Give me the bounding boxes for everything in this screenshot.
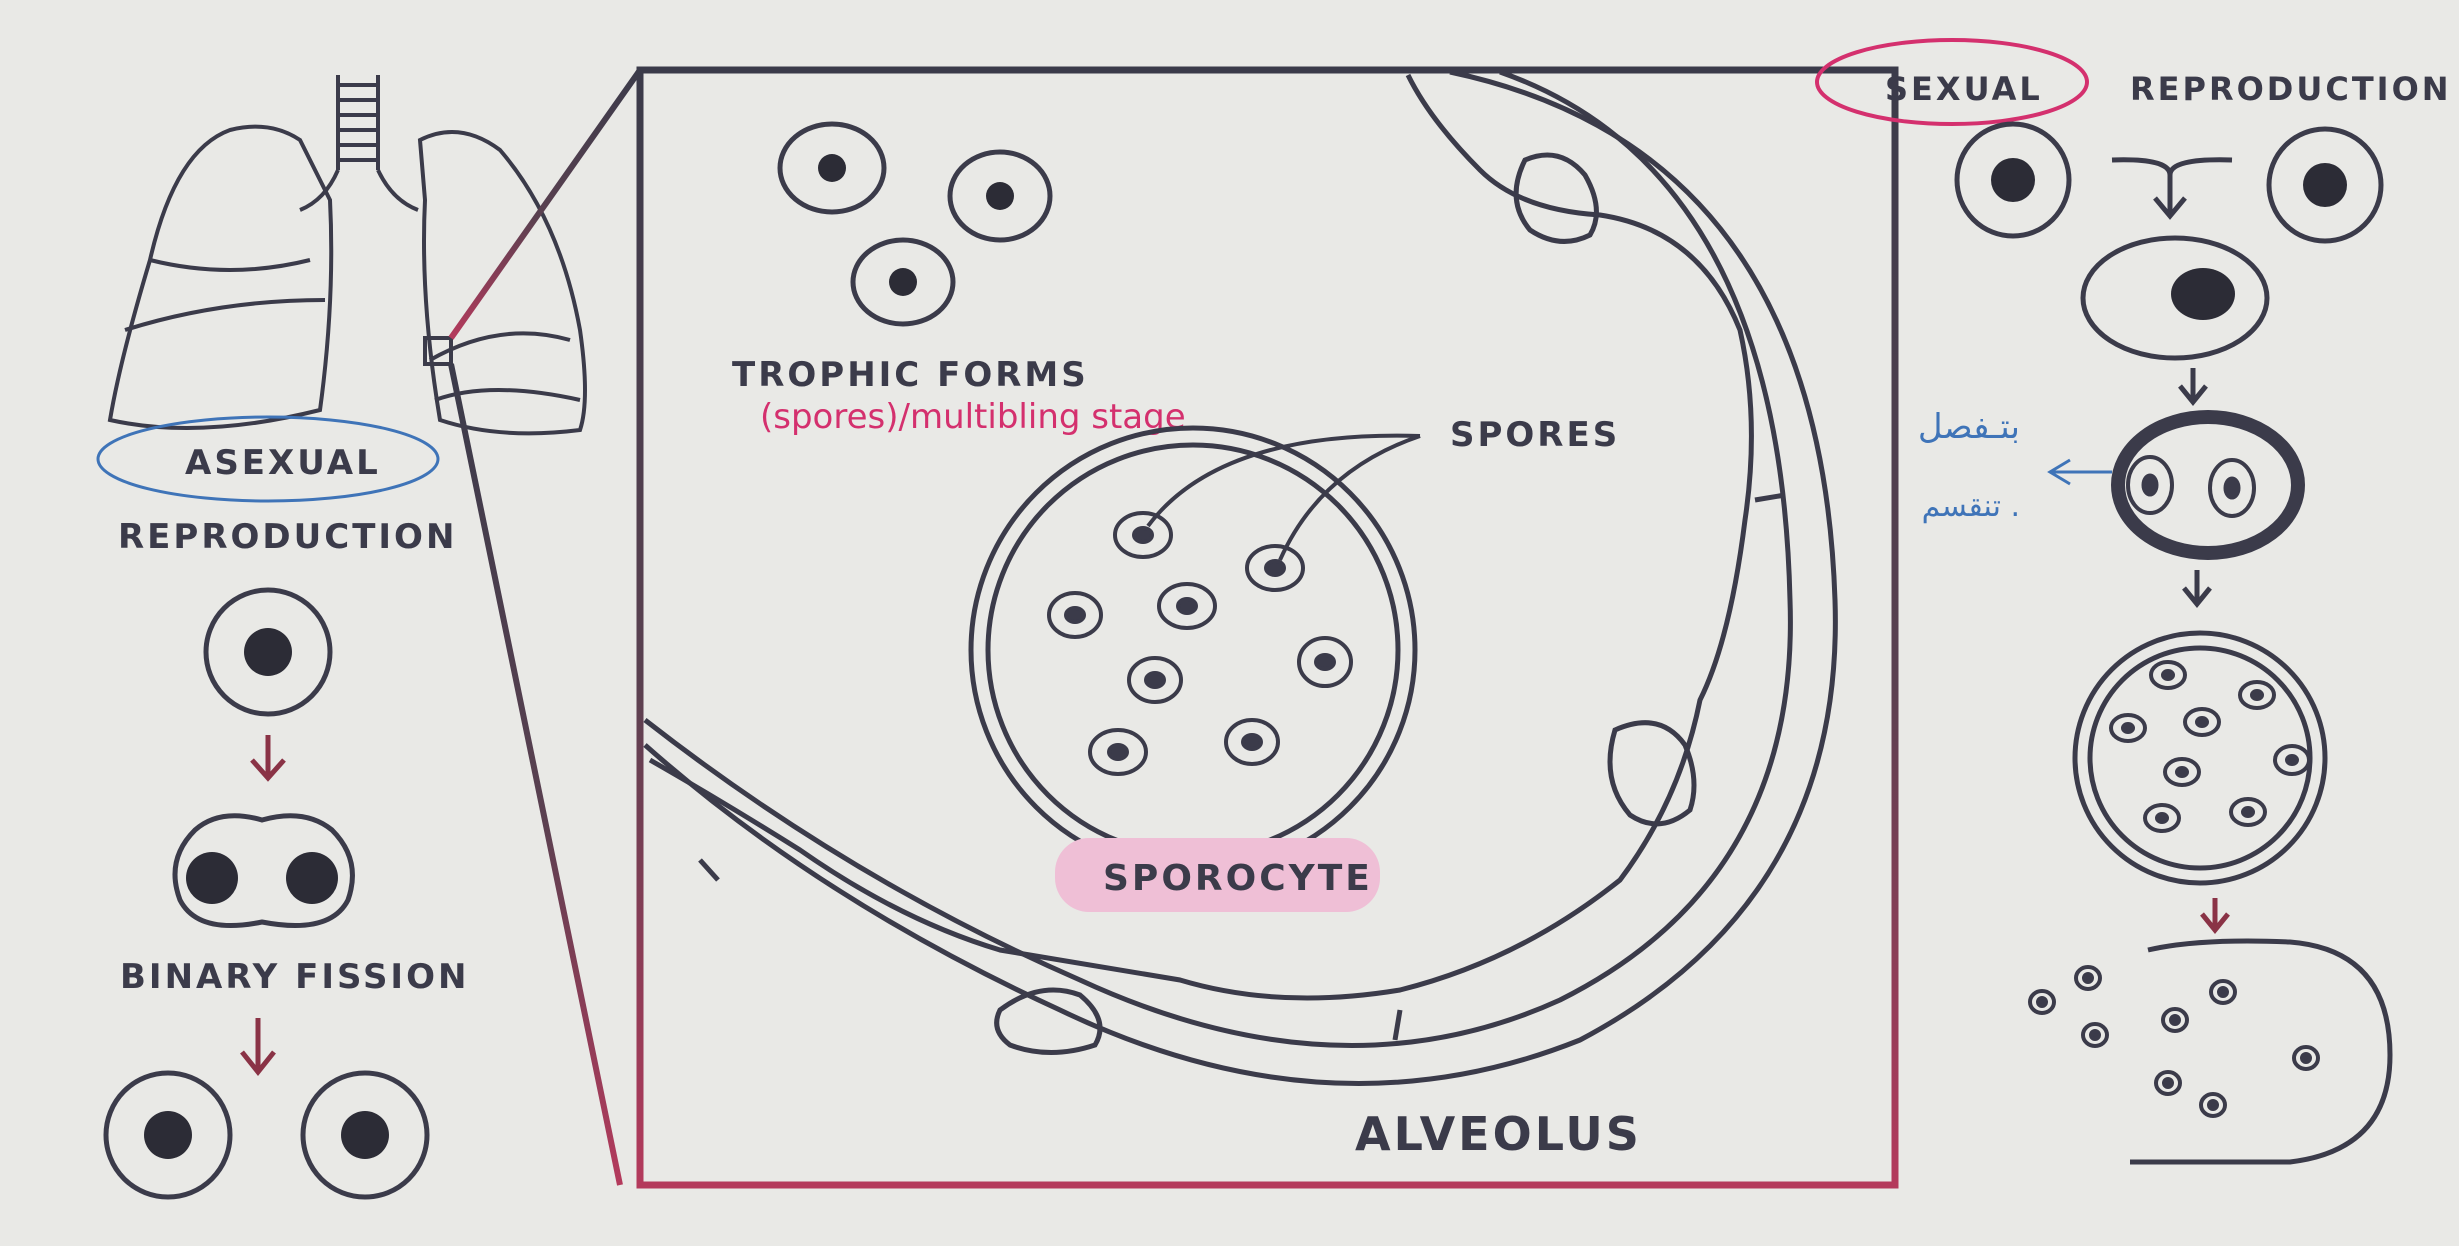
alveolar-pore-icon (997, 155, 1694, 1053)
trophic-form-cell (853, 240, 953, 324)
pink-handwritten-note: (spores)/multibling stage (760, 397, 1186, 437)
two-nuclei-cell-icon (2118, 417, 2298, 553)
magnification-lines (451, 70, 640, 1185)
trophic-form-cell (950, 152, 1050, 240)
trophic-forms-label: TROPHIC FORMS (732, 355, 1089, 395)
spores-label: SPORES (1450, 415, 1620, 455)
single-cell-icon (206, 590, 330, 714)
spore-group (1049, 513, 1351, 774)
alveolus-wall (645, 72, 1835, 1083)
dividing-cell-icon (175, 816, 352, 926)
down-arrow-icon (2184, 570, 2210, 604)
down-arrow-icon (2202, 898, 2228, 930)
asexual-reproduction-label: REPRODUCTION (118, 517, 457, 557)
spore-pointer-lines (1148, 436, 1420, 560)
trophic-form-cell (780, 124, 884, 212)
binary-fission-label: BINARY FISSION (120, 957, 469, 997)
gamete-left-icon (1957, 124, 2069, 236)
down-arrow-icon (242, 1018, 274, 1072)
sexual-label: SEXUAL (1885, 70, 2043, 108)
ruptured-ascus-icon (2130, 941, 2390, 1162)
gamete-right-icon (2269, 129, 2381, 241)
daughter-cell-left-icon (106, 1073, 230, 1197)
zygote-icon (2083, 238, 2267, 358)
ascospore-group (2111, 662, 2309, 831)
asexual-label: ASEXUAL (185, 443, 381, 483)
fusion-arrow-icon (2112, 160, 2232, 216)
arabic-note-line2: تنقسم . (1922, 489, 2020, 524)
down-arrow-icon (252, 735, 284, 778)
sexual-reproduction-label: REPRODUCTION (2130, 70, 2452, 108)
daughter-cell-right-icon (303, 1073, 427, 1197)
sporocyte-label: SPOROCYTE (1103, 858, 1373, 899)
released-spores-group (2030, 967, 2318, 1116)
alveolus-label: ALVEOLUS (1355, 1107, 1642, 1161)
down-arrow-icon (2180, 368, 2206, 402)
alveolus-frame (640, 70, 1895, 1185)
arabic-note-line1: بتـفصل (1918, 407, 2020, 447)
blue-arrow-icon (2050, 460, 2112, 484)
